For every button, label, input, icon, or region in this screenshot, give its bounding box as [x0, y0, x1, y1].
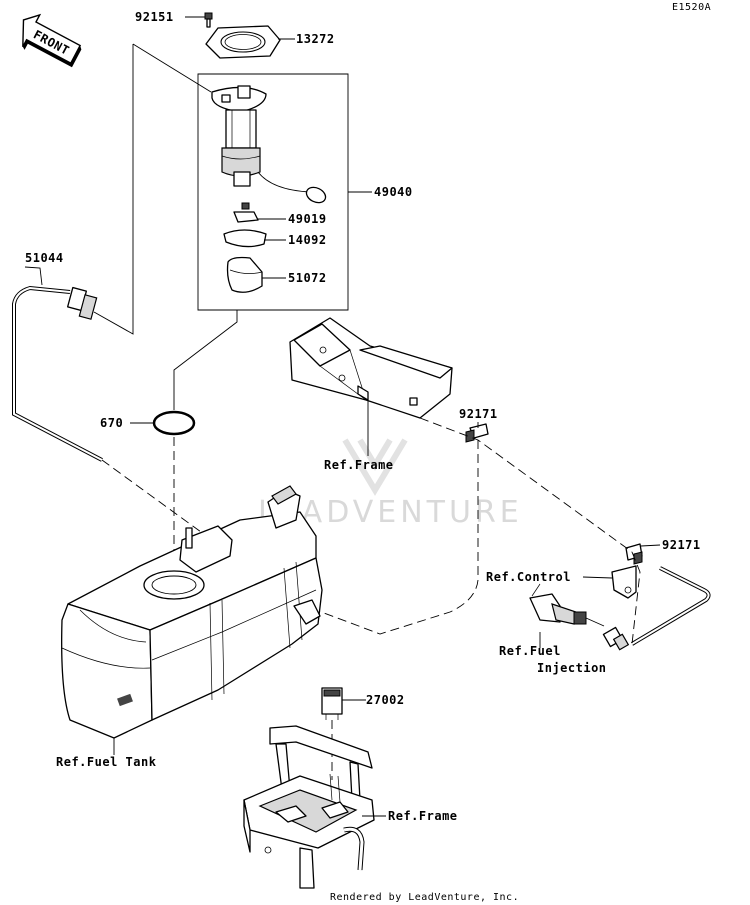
plate-13272: [205, 25, 281, 59]
label-92151: 92151: [135, 10, 174, 24]
label-ref-fuel-injection-2: Injection: [537, 661, 607, 675]
label-51072: 51072: [288, 271, 327, 285]
label-ref-control: Ref.Control: [486, 570, 571, 584]
label-49040: 49040: [374, 185, 413, 199]
oring-670: [152, 410, 196, 436]
diagram-code: E1520A: [672, 2, 711, 13]
dash-frame-to-clip: [419, 417, 633, 553]
fuel-tank: [61, 485, 323, 739]
label-92171-upper: 92171: [459, 407, 498, 421]
fuel-line-to-injection: [602, 566, 711, 651]
label-670: 670: [100, 416, 123, 430]
screw-92151: [204, 12, 213, 28]
dash-clip-to-line: [631, 551, 641, 645]
leader-box-to-oring: [173, 310, 238, 410]
watermark: LEADVENTURE: [258, 438, 519, 530]
part-49019: [233, 202, 259, 223]
leader-control: [582, 576, 613, 579]
label-51044: 51044: [25, 251, 64, 265]
filter-14092: [223, 229, 267, 248]
label-13272: 13272: [296, 32, 335, 46]
label-ref-fuel-injection-1: Ref.Fuel: [499, 644, 561, 658]
label-ref-frame-top: Ref.Frame: [324, 458, 394, 472]
front-arrow-icon: FRONT: [22, 13, 82, 68]
leader-51044: [24, 266, 43, 286]
fuel-pump-unit: [211, 85, 327, 204]
strainer-51072: [226, 256, 263, 293]
footer-credit: Rendered by LeadVenture, Inc.: [330, 892, 519, 903]
relay-27002: [321, 687, 343, 720]
label-ref-frame-bottom: Ref.Frame: [388, 809, 458, 823]
label-92171-lower: 92171: [662, 538, 701, 552]
control-bracket: [611, 565, 637, 599]
clip-92171-upper: [465, 423, 489, 443]
fuel-injector: [529, 583, 605, 627]
fuel-hose-51044: [12, 285, 103, 462]
leader-pump-to-hose: [132, 43, 212, 93]
clip-92171-lower: [625, 543, 643, 565]
label-14092: 14092: [288, 233, 327, 247]
leader-92171-lower: [640, 544, 661, 547]
frame-bracket-bottom: [243, 725, 375, 889]
leader-hose-box: [93, 44, 134, 335]
frame-bracket-top: [289, 317, 453, 419]
label-49019: 49019: [288, 212, 327, 226]
label-27002: 27002: [366, 693, 405, 707]
pump-assembly-group-box: [197, 73, 349, 311]
label-ref-fuel-tank: Ref.Fuel Tank: [56, 755, 157, 769]
dash-clip-down: [299, 440, 479, 635]
